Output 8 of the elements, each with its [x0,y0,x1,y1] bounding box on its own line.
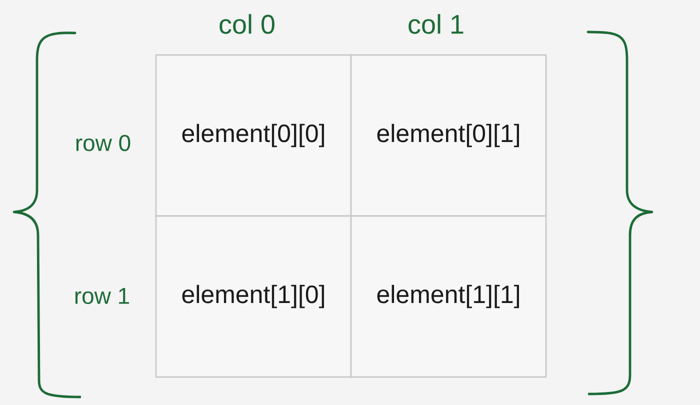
row-label: row 1 [75,288,129,304]
grid-cell: element[1][0] [155,215,352,378]
column-label: col 1 [408,14,464,34]
grid-cell: element[0][1] [350,54,547,217]
row-label: row 0 [76,134,130,152]
grid-cell: element[1][1] [350,215,547,378]
column-label: col 0 [220,14,274,34]
grid-cell: element[0][0] [155,54,352,217]
